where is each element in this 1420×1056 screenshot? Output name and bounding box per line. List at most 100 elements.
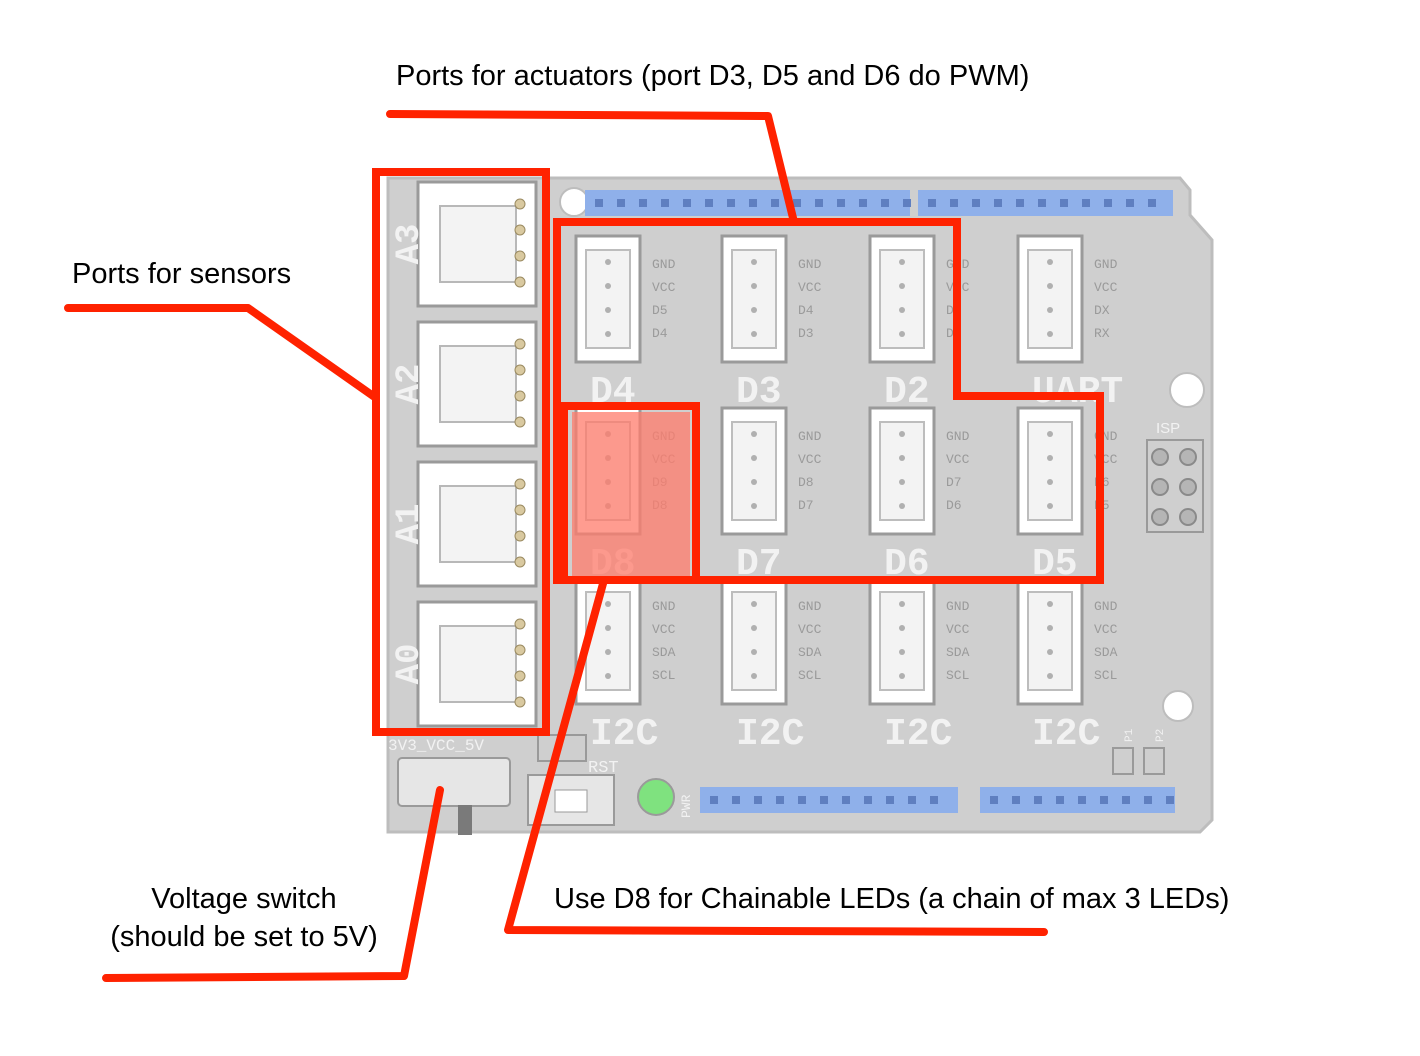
port-label: I2C xyxy=(590,713,658,756)
connector-pin xyxy=(605,307,611,313)
header-pin xyxy=(990,796,998,804)
connector-pin xyxy=(1047,625,1053,631)
voltage-callout-line1: Voltage switch xyxy=(92,880,396,918)
header-pin xyxy=(1082,199,1090,207)
pin-label: D4 xyxy=(652,326,668,341)
connector-pin xyxy=(899,673,905,679)
header-pin xyxy=(1056,796,1064,804)
connector-pin xyxy=(751,431,757,437)
sensors-callout: Ports for sensors xyxy=(72,258,291,291)
sensors-leader xyxy=(68,308,376,398)
header-pin xyxy=(859,199,867,207)
pin-label: D5 xyxy=(652,303,668,318)
pin-label: VCC xyxy=(946,622,970,637)
header-pin xyxy=(903,199,911,207)
connector-pin xyxy=(515,225,525,235)
pin-label: SCL xyxy=(946,668,969,683)
header-pin xyxy=(928,199,936,207)
connector-socket xyxy=(440,346,516,422)
isp-pin xyxy=(1180,449,1196,465)
pin-label: SDA xyxy=(798,645,822,660)
header-pin xyxy=(1144,796,1152,804)
header-pin xyxy=(994,199,1002,207)
connector-pin xyxy=(751,307,757,313)
connector-socket xyxy=(440,626,516,702)
connector-pin xyxy=(515,531,525,541)
header-pin xyxy=(749,199,757,207)
header-pin xyxy=(1104,199,1112,207)
pin-label: GND xyxy=(798,257,822,272)
connector-pin xyxy=(1047,431,1053,437)
header-pin xyxy=(930,796,938,804)
connector-pin xyxy=(515,199,525,209)
power-led xyxy=(638,779,674,815)
header-pin xyxy=(732,796,740,804)
pin-label: VCC xyxy=(798,452,822,467)
voltage-callout-line2: (should be set to 5V) xyxy=(92,918,396,956)
connector-pin xyxy=(1047,601,1053,607)
rst-label: RST xyxy=(588,759,619,778)
header-pin xyxy=(908,796,916,804)
connector-pin xyxy=(899,649,905,655)
d8-highlight-fill xyxy=(572,412,690,576)
connector-pin xyxy=(515,417,525,427)
connector-pin xyxy=(751,259,757,265)
pin-label: GND xyxy=(946,429,970,444)
pin-label: VCC xyxy=(798,280,822,295)
header-pin xyxy=(1122,796,1130,804)
isp-pin xyxy=(1152,509,1168,525)
connector-pin xyxy=(751,649,757,655)
connector-pin xyxy=(605,649,611,655)
connector-pin xyxy=(899,625,905,631)
pin-label: GND xyxy=(652,599,676,614)
connector-pin xyxy=(605,625,611,631)
port-label: I2C xyxy=(884,713,952,756)
connector-pin xyxy=(515,277,525,287)
mounting-hole xyxy=(560,188,588,216)
connector-pin xyxy=(515,251,525,261)
connector-pin xyxy=(751,479,757,485)
pin-label: SCL xyxy=(798,668,821,683)
pin-label: GND xyxy=(798,429,822,444)
header-pin xyxy=(1060,199,1068,207)
header-pin xyxy=(1126,199,1134,207)
pin-label: VCC xyxy=(652,622,676,637)
connector-pin xyxy=(751,673,757,679)
header-pin xyxy=(1148,199,1156,207)
p1-pad xyxy=(1113,748,1133,774)
voltage-switch-lever xyxy=(458,805,472,835)
analog-port-label: A2 xyxy=(391,364,429,405)
pin-label: GND xyxy=(798,599,822,614)
connector-pin xyxy=(751,503,757,509)
connector-pin xyxy=(605,601,611,607)
pin-label: VCC xyxy=(1094,622,1118,637)
connector-pin xyxy=(899,307,905,313)
analog-port-label: A1 xyxy=(391,504,429,545)
pin-label: D7 xyxy=(798,498,814,513)
connector-pin xyxy=(515,697,525,707)
connector-pin xyxy=(1047,649,1053,655)
header-pin xyxy=(798,796,806,804)
connector-socket xyxy=(440,486,516,562)
mounting-hole xyxy=(1163,691,1193,721)
isp-pin xyxy=(1180,509,1196,525)
pin-label: D4 xyxy=(798,303,814,318)
pin-label: RX xyxy=(1094,326,1110,341)
connector-pin xyxy=(515,557,525,567)
connector-pin xyxy=(605,331,611,337)
connector-pin xyxy=(899,283,905,289)
connector-pin xyxy=(515,339,525,349)
header-pin xyxy=(1034,796,1042,804)
header-pin xyxy=(864,796,872,804)
voltage-switch xyxy=(398,758,510,806)
connector-pin xyxy=(515,391,525,401)
p2-label: P2 xyxy=(1155,729,1167,742)
header-pin xyxy=(1038,199,1046,207)
isp-pin xyxy=(1152,479,1168,495)
header-pin xyxy=(1012,796,1020,804)
chainable-callout: Use D8 for Chainable LEDs (a chain of ma… xyxy=(554,883,1229,916)
pin-label: VCC xyxy=(946,452,970,467)
connector-pin xyxy=(899,479,905,485)
connector-pin xyxy=(751,455,757,461)
